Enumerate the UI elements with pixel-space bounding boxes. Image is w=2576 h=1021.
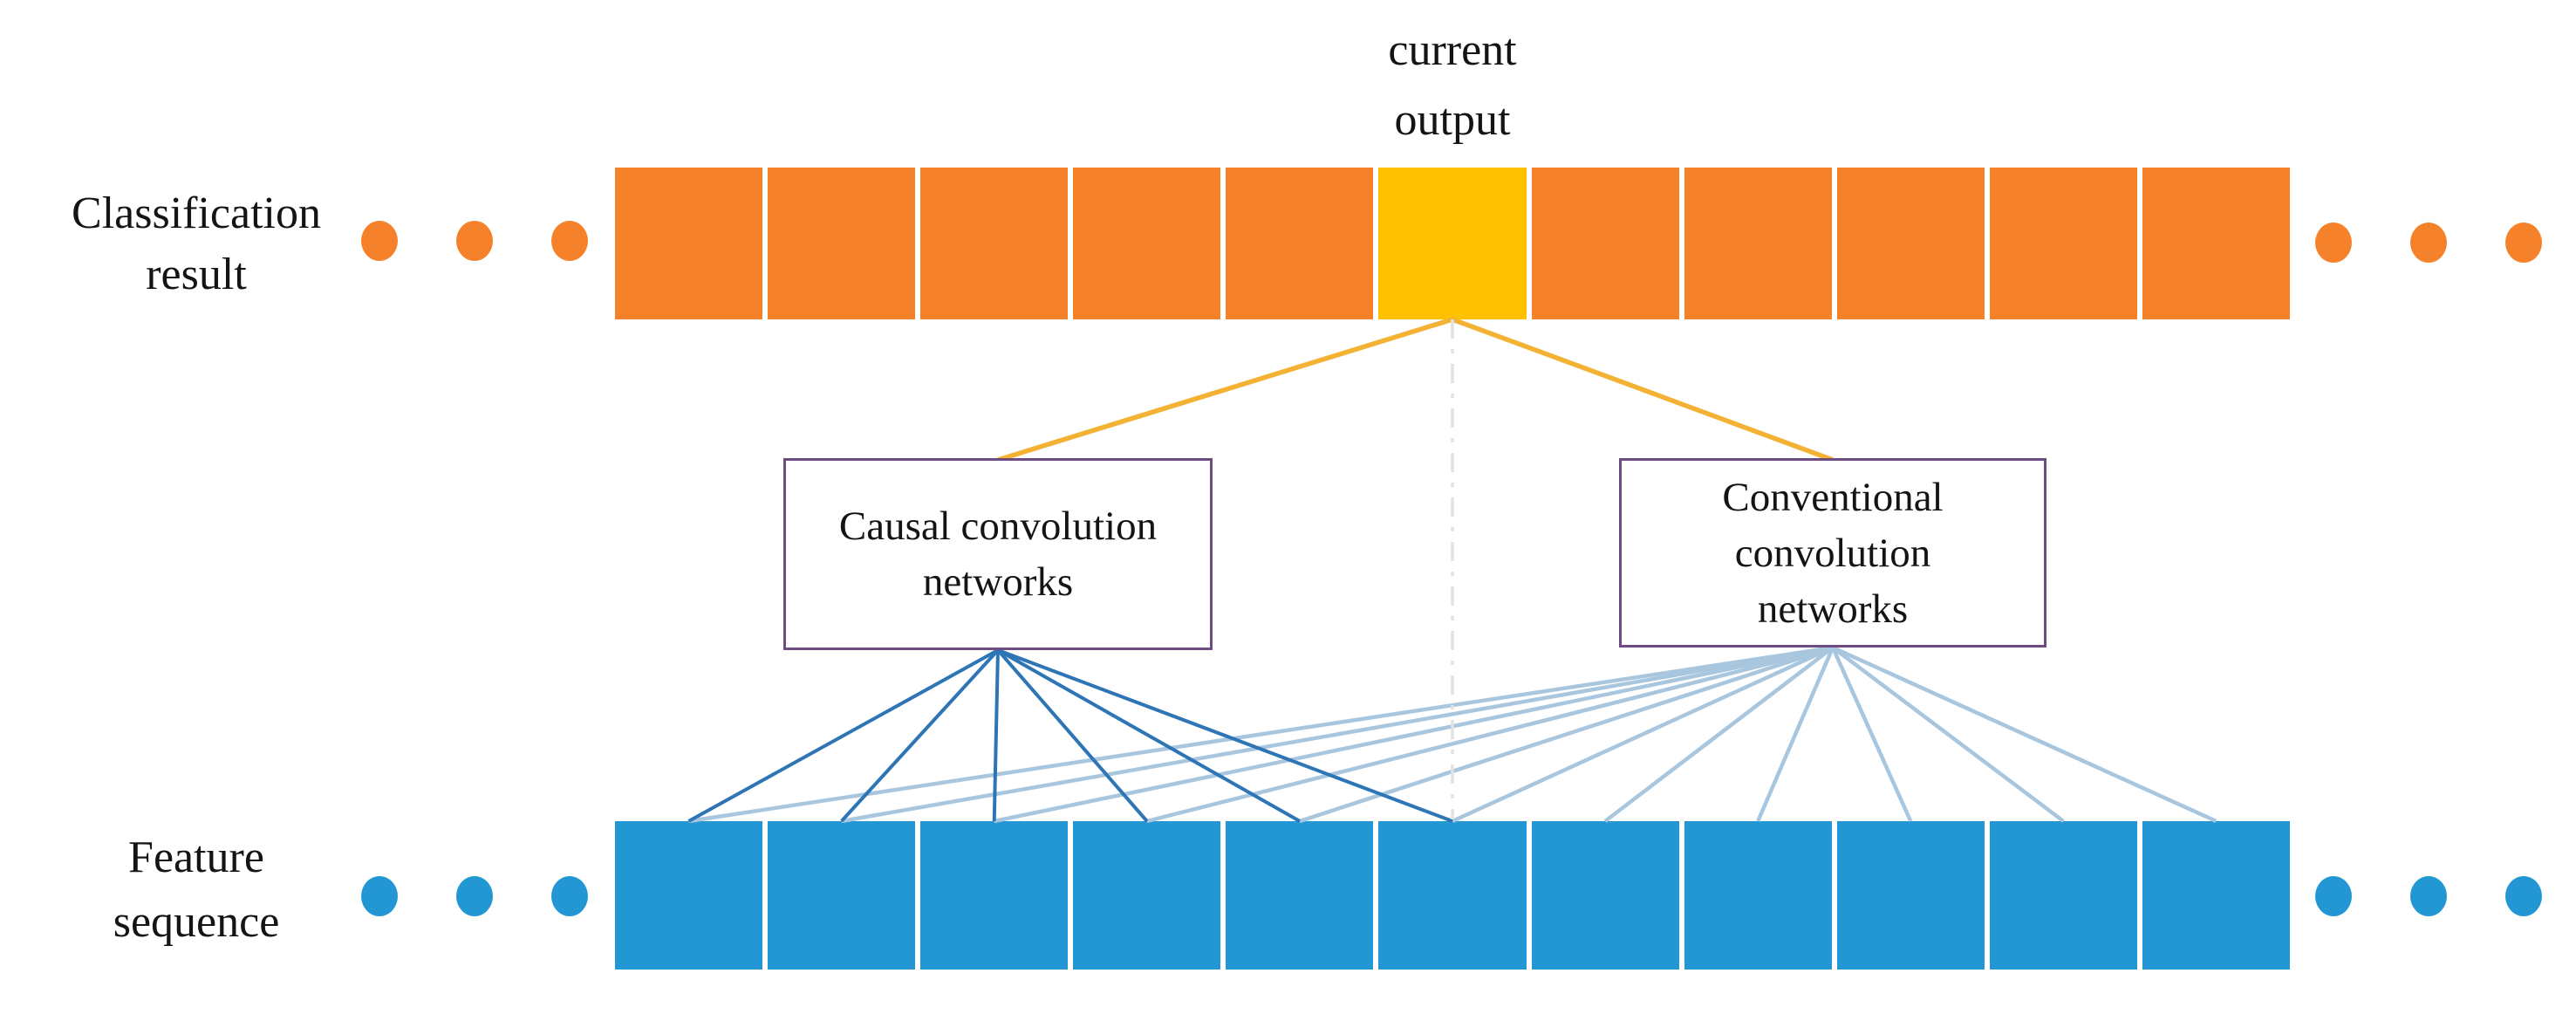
feature-cell xyxy=(1073,821,1221,970)
ellipsis-dot xyxy=(2410,876,2447,916)
classification-cell xyxy=(768,168,916,319)
causal-box-label-line1: Causal convolution xyxy=(838,504,1158,549)
feature-cell xyxy=(1531,821,1679,970)
conventional-input-line xyxy=(1146,645,1834,824)
classification-result-label-line1: Classification xyxy=(72,188,321,238)
conventional-box-label-line1: Conventional xyxy=(1722,474,1944,520)
causal-convolution-box: Causal convolution networks xyxy=(783,458,1213,650)
conventional-input-line xyxy=(1452,645,1834,824)
feature-cell xyxy=(920,821,1069,970)
output-to-causal-line xyxy=(997,317,1453,463)
output-to-conventional-line xyxy=(1452,317,1834,463)
conventional-input-line xyxy=(1756,647,1835,822)
causal-input-line xyxy=(992,649,1000,822)
classification-cell xyxy=(1684,168,1832,319)
classification-cell xyxy=(2142,168,2291,319)
ellipsis-dot xyxy=(2315,223,2352,263)
conventional-box-label-line3: networks xyxy=(1757,586,1909,632)
conventional-input-line xyxy=(688,645,1834,824)
classification-result-label: Classification result xyxy=(0,183,393,305)
classification-cell xyxy=(1989,168,2137,319)
current-output-label-line2: output xyxy=(1394,95,1511,145)
conventional-input-line xyxy=(841,645,1834,824)
causal-input-line xyxy=(687,648,999,823)
classification-ellipsis-right xyxy=(2315,223,2542,263)
ellipsis-dot xyxy=(2410,223,2447,263)
current-output-label-line1: current xyxy=(1388,25,1517,75)
ellipsis-dot xyxy=(551,876,588,916)
feature-cell xyxy=(1684,821,1832,970)
classification-row xyxy=(615,168,2291,319)
feature-ellipsis-left xyxy=(361,876,588,916)
feature-cell xyxy=(1378,821,1527,970)
causal-input-line xyxy=(997,648,1453,823)
current-output-label: current output xyxy=(1234,16,1671,155)
conventional-input-line xyxy=(1831,646,2065,823)
feature-cell xyxy=(1989,821,2137,970)
feature-cell xyxy=(1226,821,1374,970)
current-output-cell xyxy=(1378,168,1527,319)
causal-box-label-line2: networks xyxy=(922,559,1074,605)
classification-cell xyxy=(1836,168,1985,319)
ellipsis-dot xyxy=(551,221,588,261)
feature-sequence-label-line2: sequence xyxy=(113,897,280,947)
ellipsis-dot xyxy=(456,221,493,261)
conventional-input-line xyxy=(1830,647,1913,822)
classification-result-label-line2: result xyxy=(146,250,247,299)
conventional-box-label-line2: convolution xyxy=(1734,530,1931,576)
feature-cell xyxy=(1836,821,1985,970)
conventional-input-line xyxy=(1832,645,2217,824)
feature-cell xyxy=(768,821,916,970)
classification-cell xyxy=(920,168,1069,319)
feature-cell xyxy=(615,821,763,970)
feature-row xyxy=(615,821,2291,970)
ellipsis-dot xyxy=(361,876,398,916)
causal-input-line xyxy=(997,648,1301,823)
ellipsis-dot xyxy=(2315,876,2352,916)
classification-cell xyxy=(1073,168,1221,319)
ellipsis-dot xyxy=(456,876,493,916)
classification-cell xyxy=(615,168,763,319)
conventional-input-line xyxy=(1603,646,1835,823)
classification-cell xyxy=(1226,168,1374,319)
causal-input-line xyxy=(996,648,1149,823)
feature-sequence-label: Feature sequence xyxy=(0,826,393,955)
feature-sequence-label-line1: Feature xyxy=(128,833,264,882)
ellipsis-dot xyxy=(2505,876,2542,916)
feature-cell xyxy=(2142,821,2291,970)
causal-input-line xyxy=(840,648,1000,823)
feature-ellipsis-right xyxy=(2315,876,2542,916)
conventional-convolution-box: Conventional convolution networks xyxy=(1619,458,2046,648)
ellipsis-dot xyxy=(2505,223,2542,263)
classification-ellipsis-left xyxy=(361,221,588,261)
conventional-input-line xyxy=(994,645,1834,824)
ellipsis-dot xyxy=(361,221,398,261)
conventional-input-line xyxy=(1299,645,1834,824)
classification-cell xyxy=(1531,168,1679,319)
